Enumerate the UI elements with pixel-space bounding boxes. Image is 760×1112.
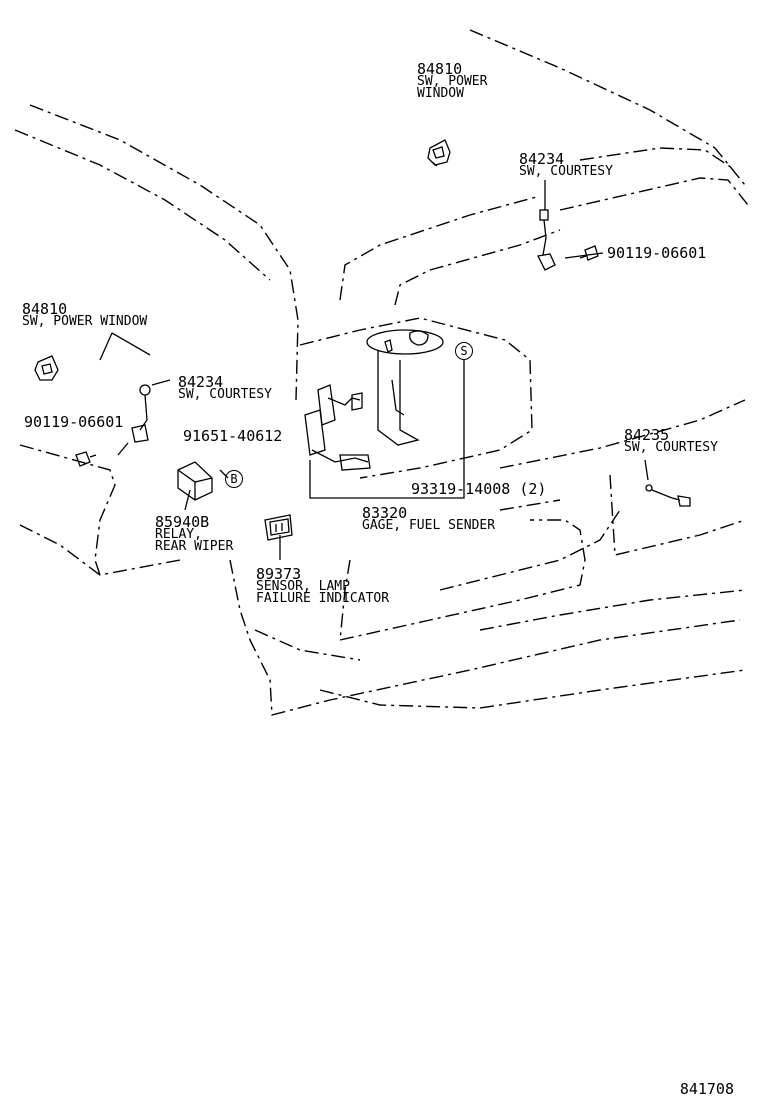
label-sw-courtesy-right: 84235 SW, COURTESY <box>624 426 718 455</box>
part-number: 91651-40612 <box>183 427 283 445</box>
part-number: 83320 <box>362 504 408 522</box>
label-sw-courtesy-top: 84234 SW, COURTESY <box>519 150 613 179</box>
fuel-sender-gauge-icon <box>304 329 444 471</box>
label-screw-s: 93319-14008 (2) <box>411 480 547 498</box>
label-sw-power-window-top: 84810 SW, POWER WINDOW <box>417 60 488 101</box>
label-fuel-sender: 83320 GAGE, FUEL SENDER <box>362 504 496 533</box>
part-number: 84810 <box>417 60 463 78</box>
part-name: SENSOR, LAMP <box>256 579 350 594</box>
part-number: 84235 <box>624 426 670 444</box>
label-bolt-left: 90119-06601 <box>24 413 124 431</box>
part-name: WINDOW <box>417 86 464 101</box>
part-name: SW, COURTESY <box>519 164 613 179</box>
part-name: FAILURE INDICATOR <box>256 591 390 606</box>
power-window-switch-top-icon <box>427 139 451 167</box>
part-number: 84234 <box>519 150 565 168</box>
label-bolt-b: 91651-40612 <box>183 427 283 445</box>
diagram-code: 841708 <box>679 1080 734 1098</box>
power-window-switch-left-icon <box>34 355 59 381</box>
part-number: 84234 <box>178 373 224 391</box>
part-name: SW, COURTESY <box>178 387 272 402</box>
part-number: 90119-06601 <box>24 413 124 431</box>
courtesy-switch-left-icon <box>131 384 151 443</box>
part-number: 93319-14008 (2) <box>411 480 547 498</box>
part-name: REAR WIPER <box>155 539 234 554</box>
label-sw-power-window-left: 84810 SW, POWER WINDOW <box>22 300 148 329</box>
bolt-top-icon <box>579 245 599 261</box>
part-name: GAGE, FUEL SENDER <box>362 518 496 533</box>
label-sw-courtesy-left: 84234 SW, COURTESY <box>178 373 272 402</box>
part-name: SW, POWER <box>417 74 488 89</box>
callout-b-icon: B <box>225 470 243 488</box>
courtesy-switch-top-icon <box>537 209 556 271</box>
part-number: 90119-06601 <box>607 244 707 262</box>
callout-s-icon: S <box>455 342 473 360</box>
lamp-failure-sensor-icon <box>264 514 293 541</box>
part-name: SW, POWER WINDOW <box>22 314 148 329</box>
label-relay-rear-wiper: 85940B RELAY, REAR WIPER <box>155 513 234 554</box>
courtesy-switch-right-icon <box>645 484 691 507</box>
part-number: 85940B <box>155 513 210 531</box>
label-bolt-top: 90119-06601 <box>607 244 707 262</box>
rear-wiper-relay-icon <box>177 461 213 501</box>
part-number: 84810 <box>22 300 68 318</box>
leader-lines <box>99 180 649 560</box>
part-number: 89373 <box>256 565 302 583</box>
bolt-left-icon <box>75 451 97 467</box>
body-outline <box>14 29 749 716</box>
part-name: SW, COURTESY <box>624 440 718 455</box>
label-sensor-lamp: 89373 SENSOR, LAMP FAILURE INDICATOR <box>256 565 390 606</box>
part-name: RELAY, <box>155 527 202 542</box>
